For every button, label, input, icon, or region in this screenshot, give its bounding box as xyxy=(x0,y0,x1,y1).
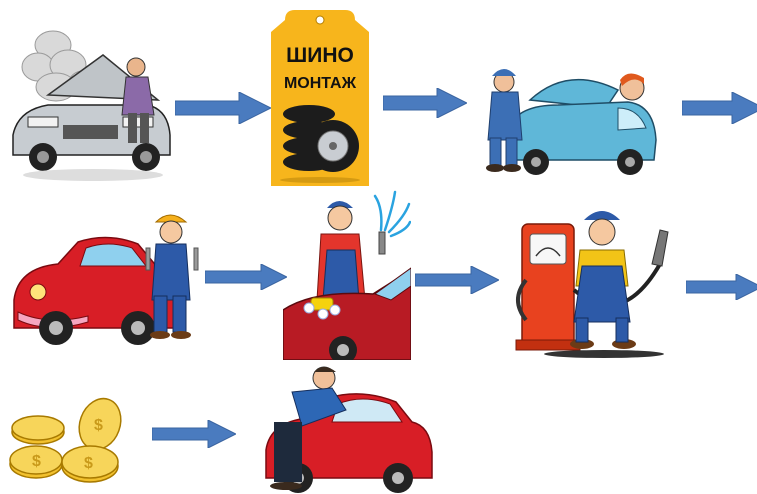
arrow-right-icon xyxy=(205,264,287,290)
arrow-right-icon xyxy=(175,92,271,124)
arrow-right-icon xyxy=(682,92,757,124)
gold-coins-icon: $ $ $ xyxy=(9,397,122,483)
mechanic-with-red-car-icon xyxy=(13,214,199,345)
sign-line-2: МОНТАЖ xyxy=(284,75,357,92)
tire-service-sign-icon: ШИНО МОНТАЖ xyxy=(271,10,369,186)
arrow-right-icon xyxy=(415,266,499,294)
arrow-right-icon xyxy=(686,274,757,300)
fuel-pump-attendant-icon xyxy=(515,211,669,358)
mechanic-repairing-car-icon xyxy=(486,69,657,175)
broken-car-smoking-icon xyxy=(12,30,171,181)
svg-text:$: $ xyxy=(94,417,103,434)
svg-text:$: $ xyxy=(32,453,41,470)
happy-driver-with-car-icon xyxy=(265,366,433,493)
svg-text:$: $ xyxy=(84,455,93,472)
car-wash-worker-icon xyxy=(283,190,411,360)
sign-line-1: ШИНО xyxy=(286,44,354,67)
arrow-right-icon xyxy=(383,88,467,118)
arrow-right-icon xyxy=(152,420,236,448)
